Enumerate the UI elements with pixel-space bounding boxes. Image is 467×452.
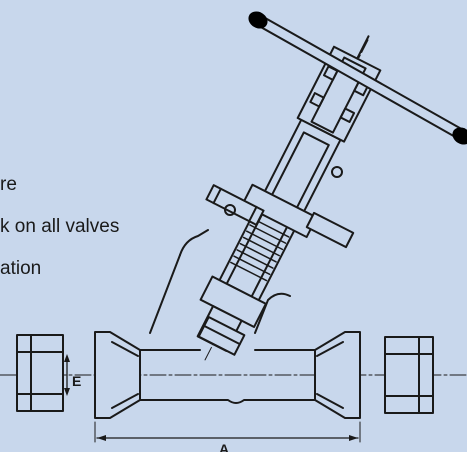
left-union-nut: [16, 334, 64, 412]
gland-bolt-left: [205, 184, 265, 226]
handle-grip-left: [248, 11, 268, 29]
dimension-a: [94, 421, 361, 443]
bolt-circle-right: [331, 166, 343, 178]
dimension-e-label: E: [72, 373, 81, 389]
feature-text-line-3: ation: [0, 258, 42, 279]
right-union-nut: [384, 336, 434, 414]
feature-text-line-2: k on all valves: [0, 216, 120, 237]
dimension-a-label: A: [219, 441, 229, 452]
handle-bar: [249, 12, 467, 141]
feature-text-line-1: re: [0, 174, 17, 195]
gland-bolt-right: [305, 211, 355, 249]
valve-seat: [197, 316, 246, 356]
valve-body: [94, 229, 361, 419]
bolt-circle-left: [224, 204, 236, 216]
